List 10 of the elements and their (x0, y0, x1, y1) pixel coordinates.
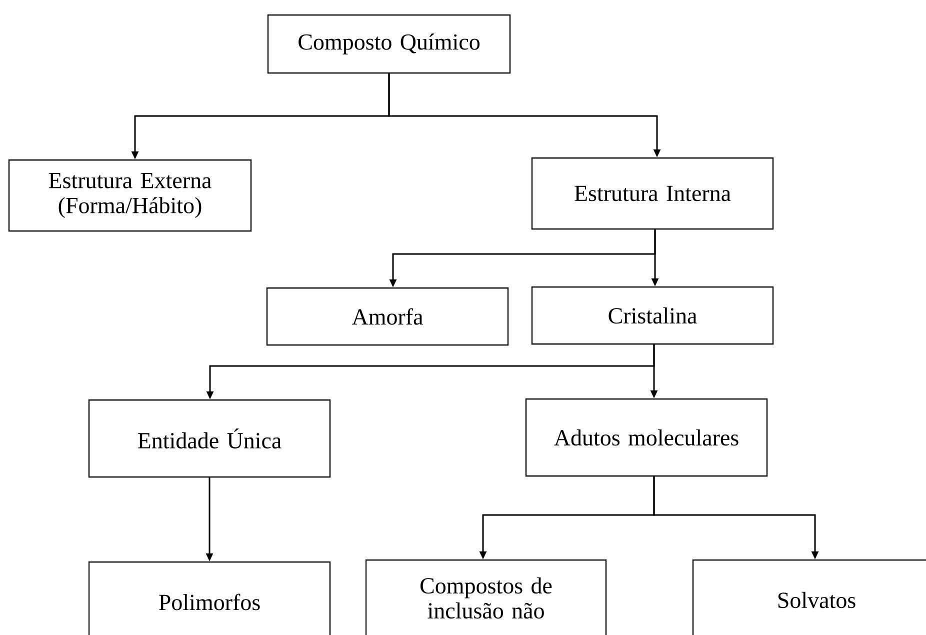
category-box: Amorfa (266, 287, 509, 346)
category-box: Solvatos (692, 559, 926, 635)
category-box: Compostos de inclusão não (365, 559, 607, 635)
category-box: Estrutura Interna (531, 157, 774, 230)
category-box: Estrutura Externa (Forma/Hábito) (8, 159, 252, 232)
category-box: Composto Químico (267, 14, 511, 74)
category-box: Polimorfos (88, 561, 331, 635)
category-box: Adutos moleculares (525, 398, 768, 477)
category-box: Cristalina (531, 286, 774, 345)
category-box: Entidade Única (88, 399, 331, 478)
